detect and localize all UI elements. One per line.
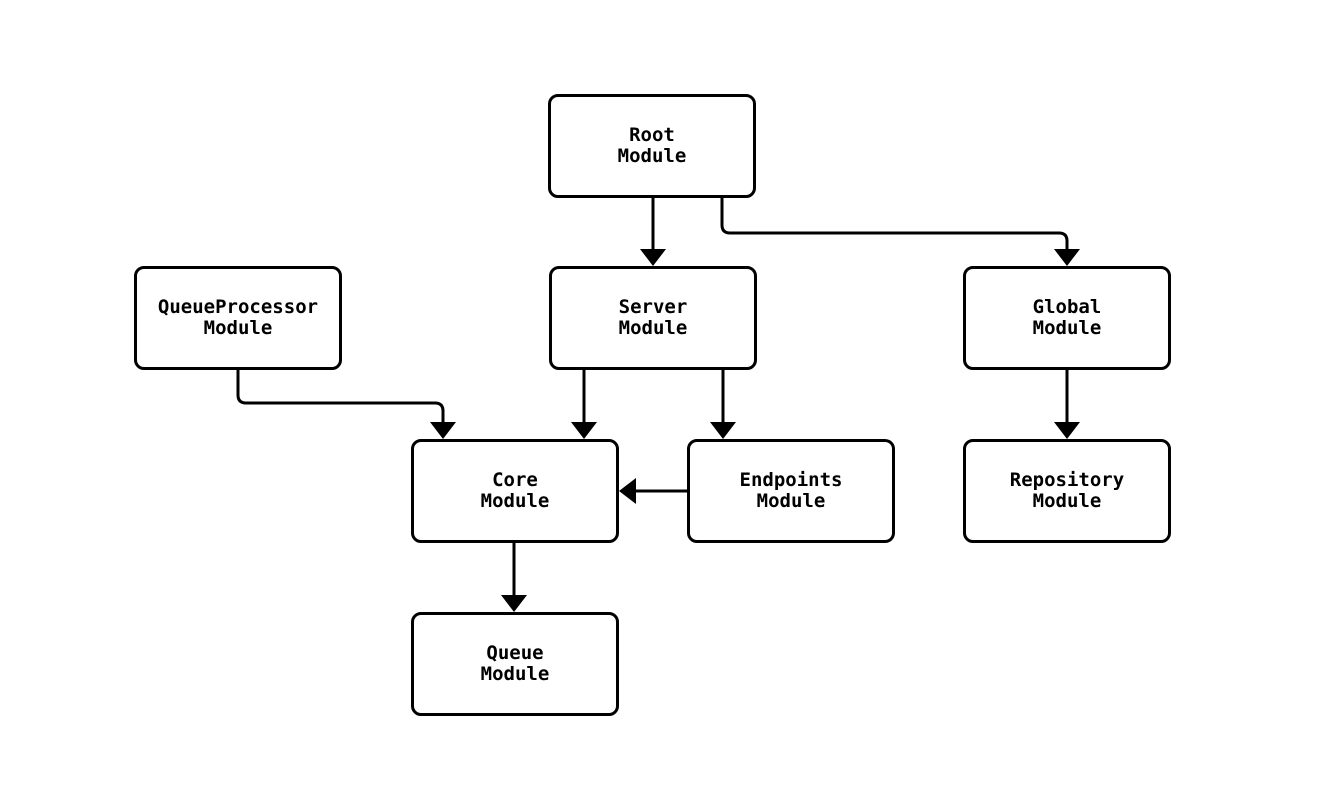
arrowhead-root-global xyxy=(1054,249,1080,266)
edge-root-global xyxy=(720,198,1069,249)
arrowhead-server-core xyxy=(571,422,597,439)
node-queue-module: Queue Module xyxy=(411,612,619,716)
node-label: Core Module xyxy=(480,468,550,512)
node-endpoints-module: Endpoints Module xyxy=(687,439,895,543)
node-repository-module: Repository Module xyxy=(963,439,1171,543)
node-root-module: Root Module xyxy=(548,94,756,198)
node-label: Global Module xyxy=(1032,295,1102,339)
node-core-module: Core Module xyxy=(411,439,619,543)
node-label: QueueProcessor Module xyxy=(157,295,319,339)
node-global-module: Global Module xyxy=(963,266,1171,370)
arrowhead-global-repository xyxy=(1054,422,1080,439)
node-queueprocessor-module: QueueProcessor Module xyxy=(134,266,342,370)
node-label: Repository Module xyxy=(1009,468,1125,512)
arrowhead-queueprocessor-core xyxy=(430,422,456,439)
node-label: Endpoints Module xyxy=(739,468,843,512)
arrowhead-endpoints-core xyxy=(619,478,636,504)
edge-queueprocessor-core xyxy=(236,370,445,422)
arrowhead-server-endpoints xyxy=(710,422,736,439)
node-label: Root Module xyxy=(617,123,687,167)
node-label: Queue Module xyxy=(480,641,550,685)
node-label: Server Module xyxy=(618,295,688,339)
node-server-module: Server Module xyxy=(549,266,757,370)
arrowhead-core-queue xyxy=(501,595,527,612)
arrowhead-root-server xyxy=(640,249,666,266)
